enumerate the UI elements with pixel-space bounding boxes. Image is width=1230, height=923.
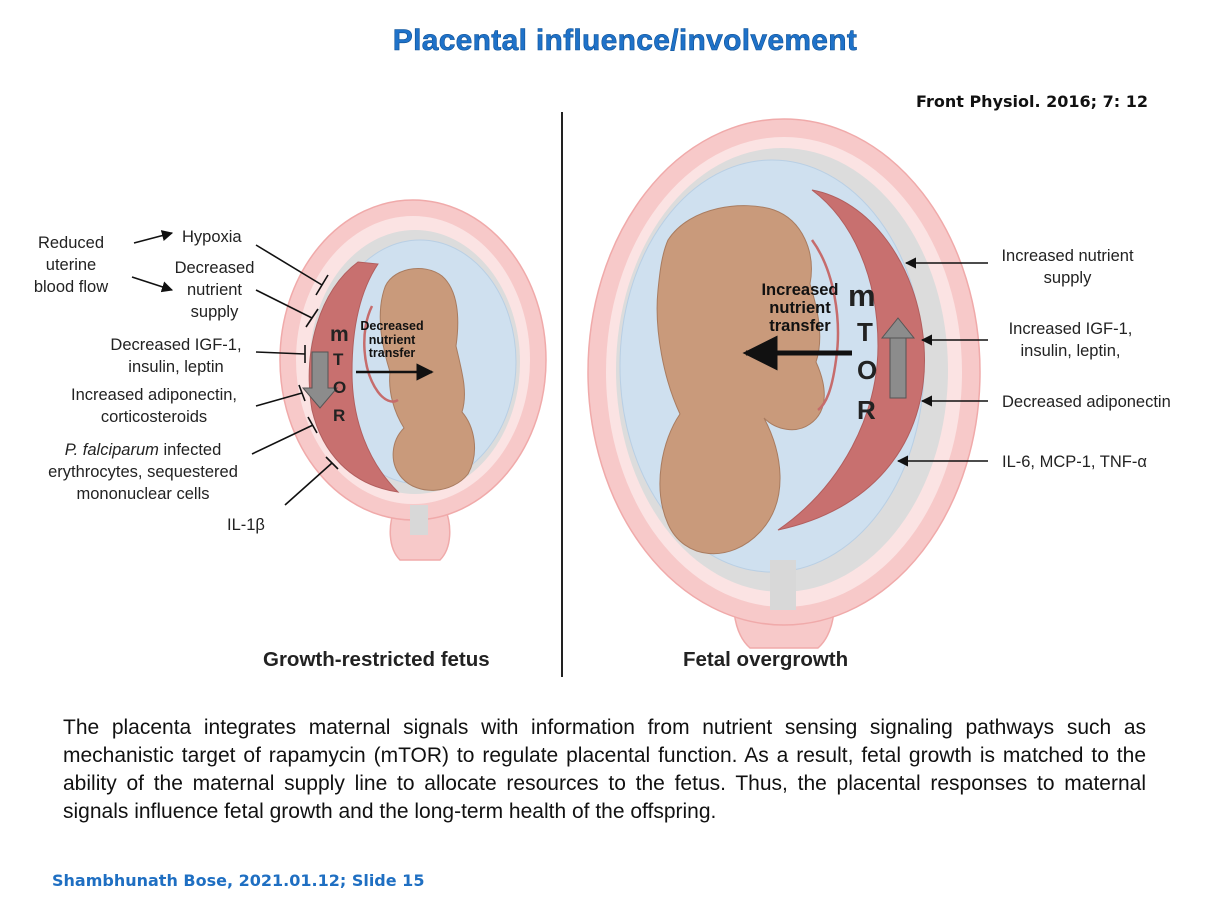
left-mtor-o: O [333, 378, 347, 397]
right-fetus [656, 205, 840, 555]
increased-nutrient-label: Increased nutrient supply [1001, 247, 1134, 287]
description-paragraph: The placenta integrates maternal signals… [63, 716, 1146, 823]
left-mtor-r: R [333, 406, 346, 425]
right-connectors [896, 257, 988, 467]
left-transfer-label: Decreased nutrient transfer [360, 319, 424, 360]
left-mtor-down-arrow [301, 351, 339, 409]
left-mtor-m: m [330, 323, 349, 346]
slide-footer: Shambhunath Bose, 2021.01.12; Slide 15 [52, 871, 425, 890]
cytokines-label: IL-6, MCP-1, TNF-α [1002, 453, 1147, 471]
left-connectors [131, 230, 339, 506]
increased-igf-label: Increased IGF-1, insulin, leptin, [1008, 320, 1133, 360]
decreased-nutrient-label: Decreased nutrient supply [174, 259, 255, 321]
left-mtor-t: T [333, 350, 344, 369]
citation: Front Physiol. 2016; 7: 12 [916, 92, 1148, 111]
il1b-label: IL-1β [227, 516, 265, 534]
reduced-flow-label: Reduced uterine blood flow [33, 234, 109, 296]
panel-divider [561, 112, 563, 677]
falciparum-label: P. falciparum infected erythrocytes, seq… [48, 441, 238, 503]
right-placenta [777, 189, 925, 531]
right-mtor-o: O [857, 355, 878, 385]
right-mtor-r: R [857, 395, 876, 425]
decreased-igf-label: Decreased IGF-1, insulin, leptin [110, 336, 242, 376]
right-mtor-up-arrow [880, 317, 916, 399]
left-panel-caption: Growth-restricted fetus [263, 648, 490, 671]
right-mtor-t: T [857, 317, 873, 347]
right-panel-caption: Fetal overgrowth [683, 648, 849, 671]
hypoxia-label: Hypoxia [182, 228, 242, 246]
left-placenta [308, 261, 400, 493]
decreased-adiponectin-label: Decreased adiponectin [1002, 393, 1171, 411]
increased-adiponectin-label: Increased adiponectin, corticosteroids [70, 386, 238, 426]
slide-title: Placental influence/involvement [392, 24, 858, 58]
right-mtor-m: m [848, 278, 877, 313]
right-transfer-label: Increased nutrient transfer [761, 281, 839, 335]
falciparum-italic: P. falciparum [64, 441, 159, 459]
